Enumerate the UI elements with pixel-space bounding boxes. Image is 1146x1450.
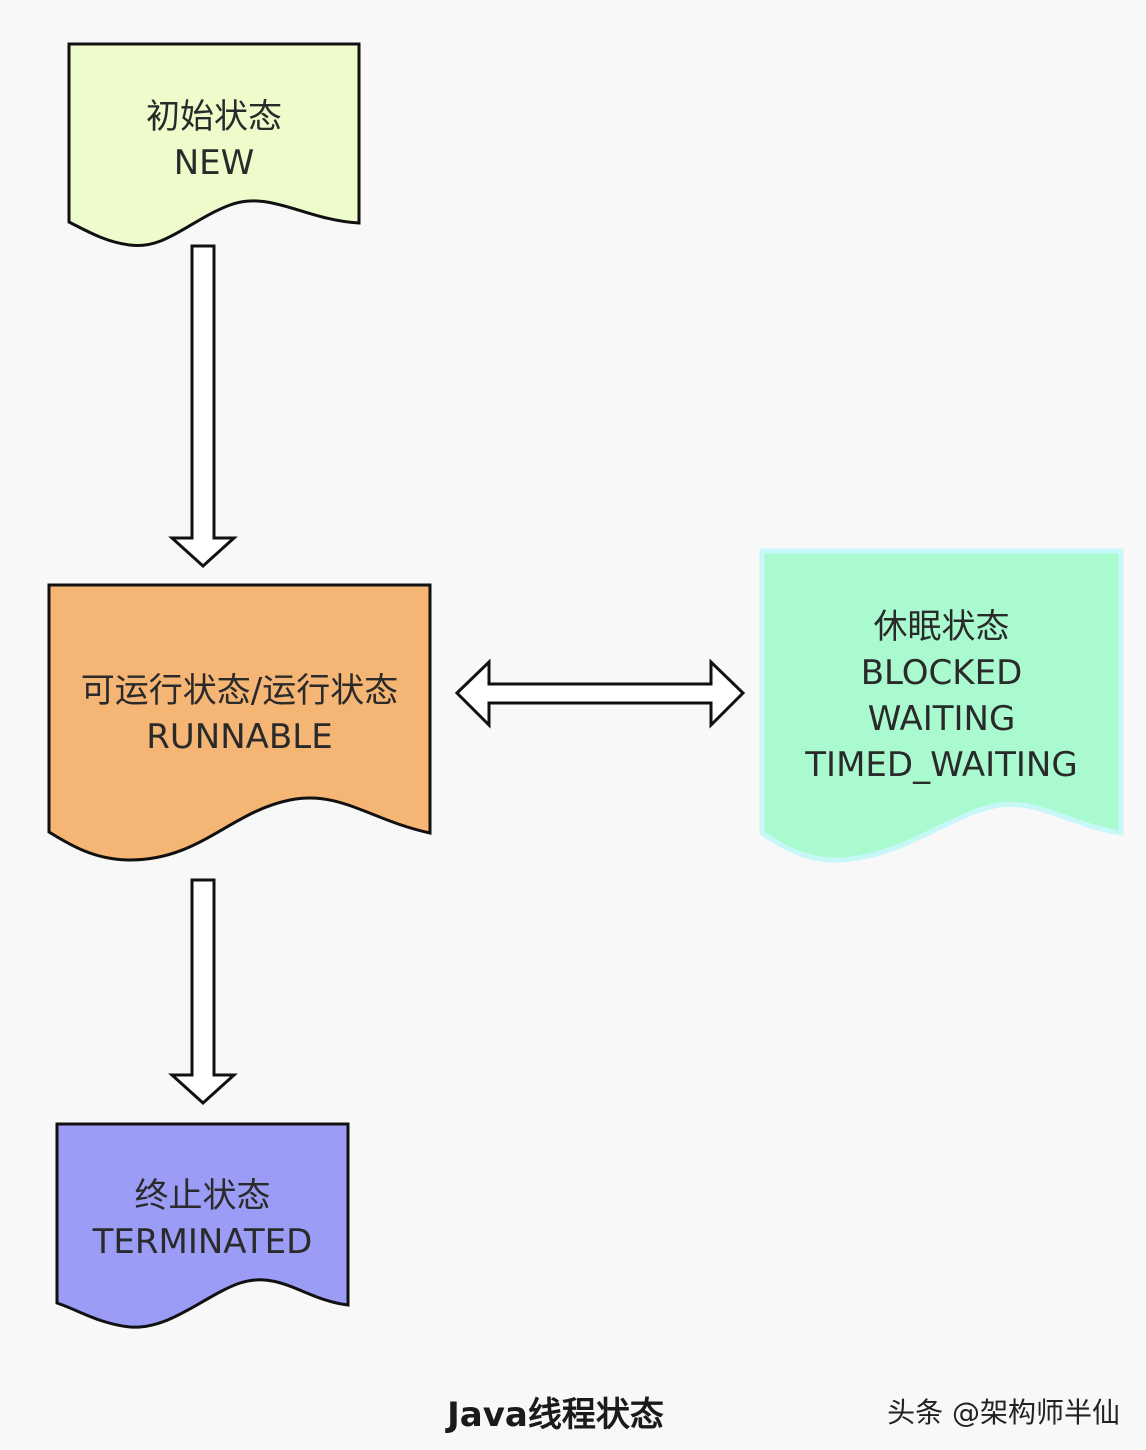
new-state-label: 初始状态 NEW [69,94,359,186]
terminated-state-label: 终止状态 TERMINATED [57,1173,348,1265]
runnable-state-shape [47,583,432,862]
runnable-state-title: 可运行状态/运行状态 [80,671,399,711]
runnable-state-label: 可运行状态/运行状态 RUNNABLE [49,668,430,760]
waiting-state-label: 休眠状态 BLOCKED WAITING TIMED_WAITING [762,604,1121,788]
runnable-state-code: RUNNABLE [146,717,333,757]
terminated-state-shape [55,1122,350,1329]
arrow-runnable-to-terminated [168,878,238,1106]
terminated-state-title: 终止状态 [134,1176,271,1216]
diagram-caption: Java线程状态 [447,1395,664,1435]
new-state-title: 初始状态 [146,97,282,137]
waiting-state-shape [759,548,1124,863]
waiting-state-timed-waiting: TIMED_WAITING [805,745,1078,785]
watermark: 头条 @架构师半仙 [887,1396,1120,1429]
arrow-runnable-waiting [454,658,746,729]
terminated-state-code: TERMINATED [92,1222,313,1262]
new-state-shape [67,42,361,248]
arrow-new-to-runnable [168,244,238,569]
waiting-state-blocked: BLOCKED [860,653,1023,693]
new-state-code: NEW [173,143,255,183]
waiting-state-waiting: WAITING [867,699,1016,739]
waiting-state-title: 休眠状态 [873,607,1010,647]
